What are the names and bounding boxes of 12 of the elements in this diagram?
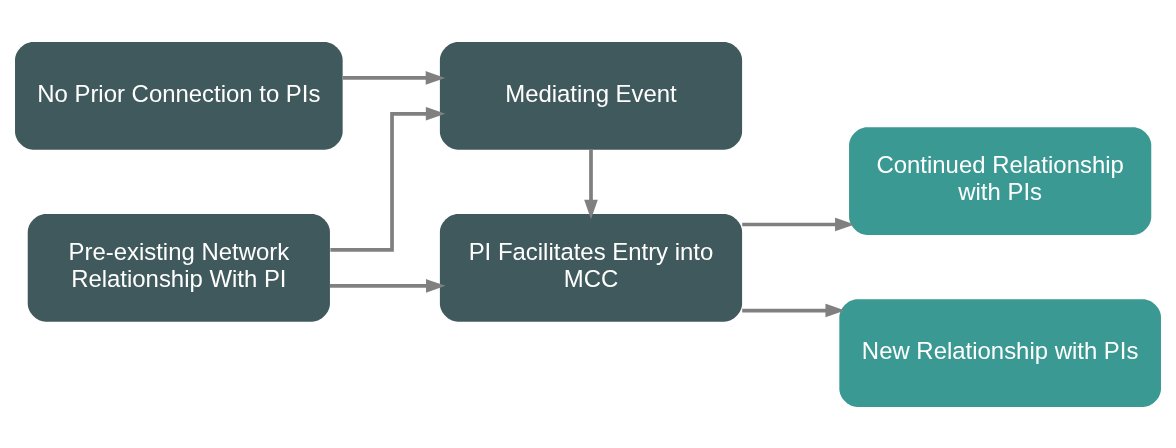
arrow	[329, 278, 446, 293]
arrow	[342, 70, 446, 85]
arrow	[742, 303, 845, 317]
node-box: No Prior Connection to PIs	[15, 41, 343, 150]
arrow	[330, 106, 446, 252]
node-box: Continued Relationship with PIs	[849, 126, 1152, 235]
node-box: New Relationship with PIs	[839, 298, 1161, 407]
arrow	[742, 217, 855, 231]
arrow	[584, 149, 598, 219]
node-box: Pre-existing Network Relationship With PI	[27, 213, 330, 322]
node-box: PI Facilitates Entry into MCC	[439, 213, 743, 322]
node-box: Mediating Event	[439, 41, 743, 150]
